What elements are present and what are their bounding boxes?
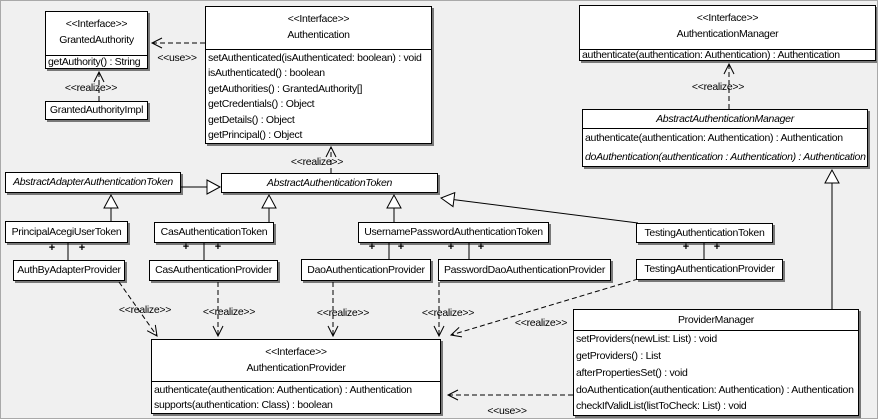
method-label: authenticate(authentication: Authenticat… xyxy=(585,132,843,144)
class-granted-authority-impl[interactable]: GrantedAuthorityImpl xyxy=(45,101,148,120)
use-label: <<use>> xyxy=(157,52,197,64)
method-label: checkIfValidList(listToCheck: List) : vo… xyxy=(576,400,747,413)
class-abstract-authentication-token[interactable]: AbstractAuthenticationToken xyxy=(221,173,438,193)
stereotype-label: <<Interface>> xyxy=(265,346,327,358)
realize-label: <<realize>> xyxy=(118,304,172,316)
class-granted-authority[interactable]: <<Interface>> GrantedAuthority getAuthor… xyxy=(45,11,148,69)
class-authentication-manager[interactable]: <<Interface>> AuthenticationManager auth… xyxy=(579,5,876,61)
class-name: TestingAuthenticationProvider xyxy=(644,263,775,276)
class-name: AuthByAdapterProvider xyxy=(17,264,121,277)
stereotype-label: <<Interface>> xyxy=(65,18,128,30)
plus-multiplicity-label: + xyxy=(182,241,190,253)
class-cas-authentication-token[interactable]: CasAuthenticationToken xyxy=(154,222,274,243)
class-name: AuthenticationManager xyxy=(676,28,779,40)
plus-multiplicity-label: + xyxy=(368,241,376,253)
method-label: getProviders() : List xyxy=(576,349,661,362)
plus-multiplicity-label: + xyxy=(48,242,56,254)
class-principal-acegi-user-token[interactable]: PrincipalAcegiUserToken xyxy=(5,221,128,243)
method-label: getAuthorities() : GrantedAuthority[] xyxy=(208,82,363,95)
method-label: supports(authentication: Class) : boolea… xyxy=(154,399,333,411)
class-name: CasAuthenticationToken xyxy=(160,226,268,239)
class-abstract-authentication-manager[interactable]: AbstractAuthenticationManager authentica… xyxy=(582,109,868,167)
stereotype-label: <<Interface>> xyxy=(287,13,350,25)
class-name: AbstractAdapterAuthenticationToken xyxy=(13,176,173,189)
class-username-password-authentication-token[interactable]: UsernamePasswordAuthenticationToken xyxy=(358,222,549,243)
method-label: doAuthentication(authentication: Authent… xyxy=(576,383,854,396)
method-label: getPrincipal() : Object xyxy=(208,129,303,141)
class-authentication-provider[interactable]: <<Interface>> AuthenticationProvider aut… xyxy=(151,339,441,414)
class-name: UsernamePasswordAuthenticationToken xyxy=(364,226,543,239)
stereotype-label: <<Interface>> xyxy=(696,12,759,24)
plus-multiplicity-label: + xyxy=(477,241,485,253)
class-name: CasAuthenticationProvider xyxy=(155,264,272,277)
class-name: PrincipalAcegiUserToken xyxy=(11,225,122,238)
plus-multiplicity-label: + xyxy=(713,241,721,253)
class-name: AuthenticationProvider xyxy=(246,362,346,374)
plus-multiplicity-label: + xyxy=(682,241,690,253)
class-name: Authentication xyxy=(287,29,350,41)
realize-label: <<realize>> xyxy=(421,307,475,319)
method-label: getAuthority() : String xyxy=(48,56,141,68)
realize-label: <<realize>> xyxy=(64,82,118,94)
class-name: DaoAuthenticationProvider xyxy=(307,263,425,276)
class-auth-by-adapter-provider[interactable]: AuthByAdapterProvider xyxy=(13,260,125,281)
method-label: getDetails() : Object xyxy=(208,113,295,126)
class-name: AbstractAuthenticationManager xyxy=(656,113,794,125)
realize-label: <<realize>> xyxy=(290,156,344,168)
class-name: ProviderManager xyxy=(677,314,755,326)
method-label: setAuthenticated(isAuthenticated: boolea… xyxy=(208,51,422,64)
use-label: <<use>> xyxy=(487,405,527,417)
plus-multiplicity-label: + xyxy=(78,242,86,254)
realize-label: <<realize>> xyxy=(514,317,568,329)
class-name: GrantedAuthorityImpl xyxy=(49,104,144,117)
method-label: authenticate(authentication: Authenticat… xyxy=(154,383,412,396)
class-abstract-adapter-authentication-token[interactable]: AbstractAdapterAuthenticationToken xyxy=(5,172,181,193)
class-cas-authentication-provider[interactable]: CasAuthenticationProvider xyxy=(149,260,278,281)
class-name: AbstractAuthenticationToken xyxy=(266,176,393,189)
method-label: isAuthenticated() : boolean xyxy=(208,67,325,79)
realize-label: <<realize>> xyxy=(202,306,256,318)
plus-multiplicity-label: + xyxy=(447,241,455,253)
method-label: doAuthentication(authentication : Authen… xyxy=(585,150,866,163)
method-label: setProviders(newList: List) : void xyxy=(576,333,717,346)
class-testing-authentication-token[interactable]: TestingAuthenticationToken xyxy=(636,223,773,243)
method-label: afterPropertiesSet() : void xyxy=(576,366,688,379)
class-name: TestingAuthenticationToken xyxy=(644,226,765,239)
class-name: PasswordDaoAuthenticationProvider xyxy=(443,263,606,276)
class-dao-authentication-provider[interactable]: DaoAuthenticationProvider xyxy=(301,259,431,281)
realize-label: <<realize>> xyxy=(316,307,370,319)
class-testing-authentication-provider[interactable]: TestingAuthenticationProvider xyxy=(636,259,783,280)
method-label: getCredentials() : Object xyxy=(208,98,315,110)
class-password-dao-authentication-provider[interactable]: PasswordDaoAuthenticationProvider xyxy=(438,259,611,281)
plus-multiplicity-label: + xyxy=(397,241,405,253)
plus-multiplicity-label: + xyxy=(214,241,222,253)
method-label: authenticate(authentication: Authenticat… xyxy=(582,50,840,60)
class-authentication[interactable]: <<Interface>> Authentication setAuthenti… xyxy=(205,6,432,144)
class-name: GrantedAuthority xyxy=(59,34,134,46)
class-provider-manager[interactable]: ProviderManager setProviders(newList: Li… xyxy=(573,309,859,416)
realize-label: <<realize>> xyxy=(691,81,745,93)
